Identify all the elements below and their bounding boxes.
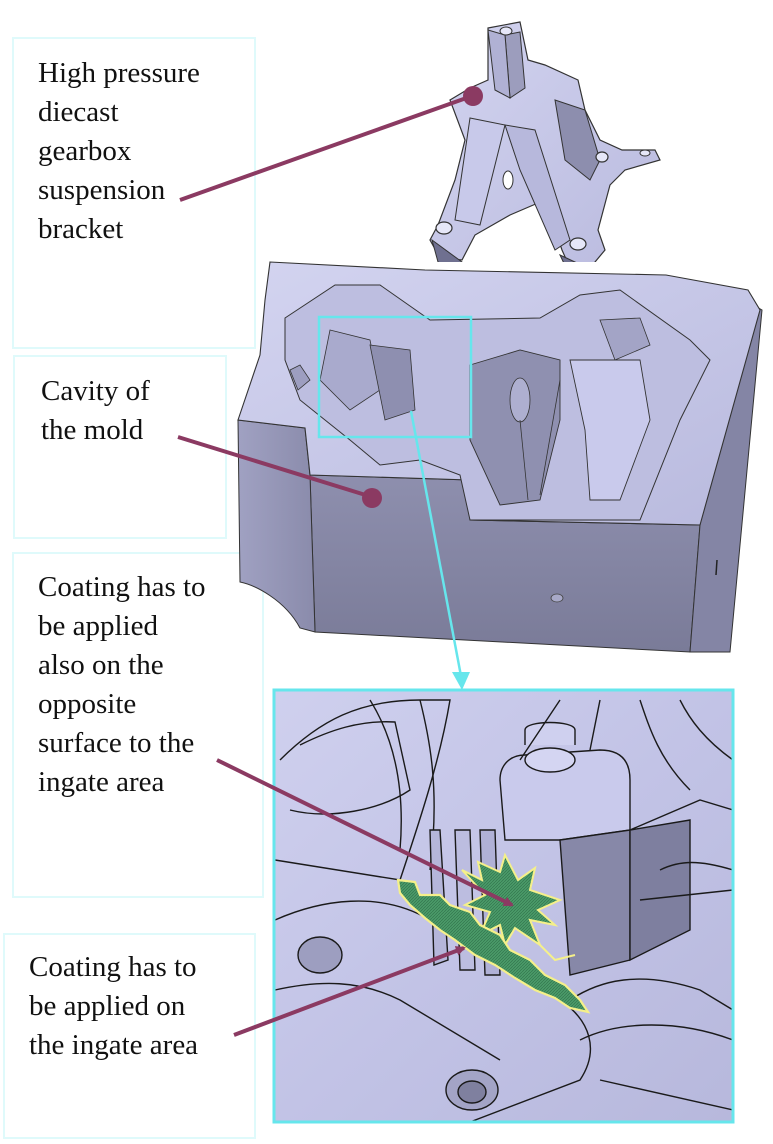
label-cavity: Cavity of the mold	[41, 375, 150, 446]
part-caption-mold: mold cavity block	[0, 2, 8, 3]
label-box-bracket	[12, 37, 256, 349]
callout-cavity	[177, 435, 382, 508]
figure-subject: Die casting mold coating locations	[0, 6, 14, 7]
label-box-ingate	[3, 933, 256, 1139]
callout-opposite	[216, 758, 514, 907]
callout-ingate	[233, 946, 466, 1037]
zoom-pointer-arrowhead-icon	[452, 672, 470, 690]
mold-model	[237, 261, 763, 653]
callout-dot-icon	[362, 488, 382, 508]
part-caption-detail: ingate area detail view	[0, 4, 10, 5]
bracket-model	[429, 21, 661, 279]
callout-bracket	[179, 86, 483, 202]
detail-view-frame	[272, 688, 735, 1124]
label-box-cavity	[13, 355, 227, 539]
zoom-pointer-line	[409, 410, 463, 677]
label-opposite-surface: Coating has to be applied also on the op…	[38, 571, 206, 798]
callout-dot-icon	[463, 86, 483, 106]
part-caption-bracket: gearbox suspension bracket	[0, 0, 12, 1]
label-ingate-area: Coating has to be applied on the ingate …	[29, 951, 199, 1061]
zoom-region-frame	[317, 315, 473, 439]
label-box-opposite	[12, 552, 264, 898]
detail-view	[272, 688, 735, 1124]
label-bracket: High pressure diecast gearbox suspension…	[38, 57, 200, 245]
coating-patch-ingate	[396, 878, 591, 1014]
